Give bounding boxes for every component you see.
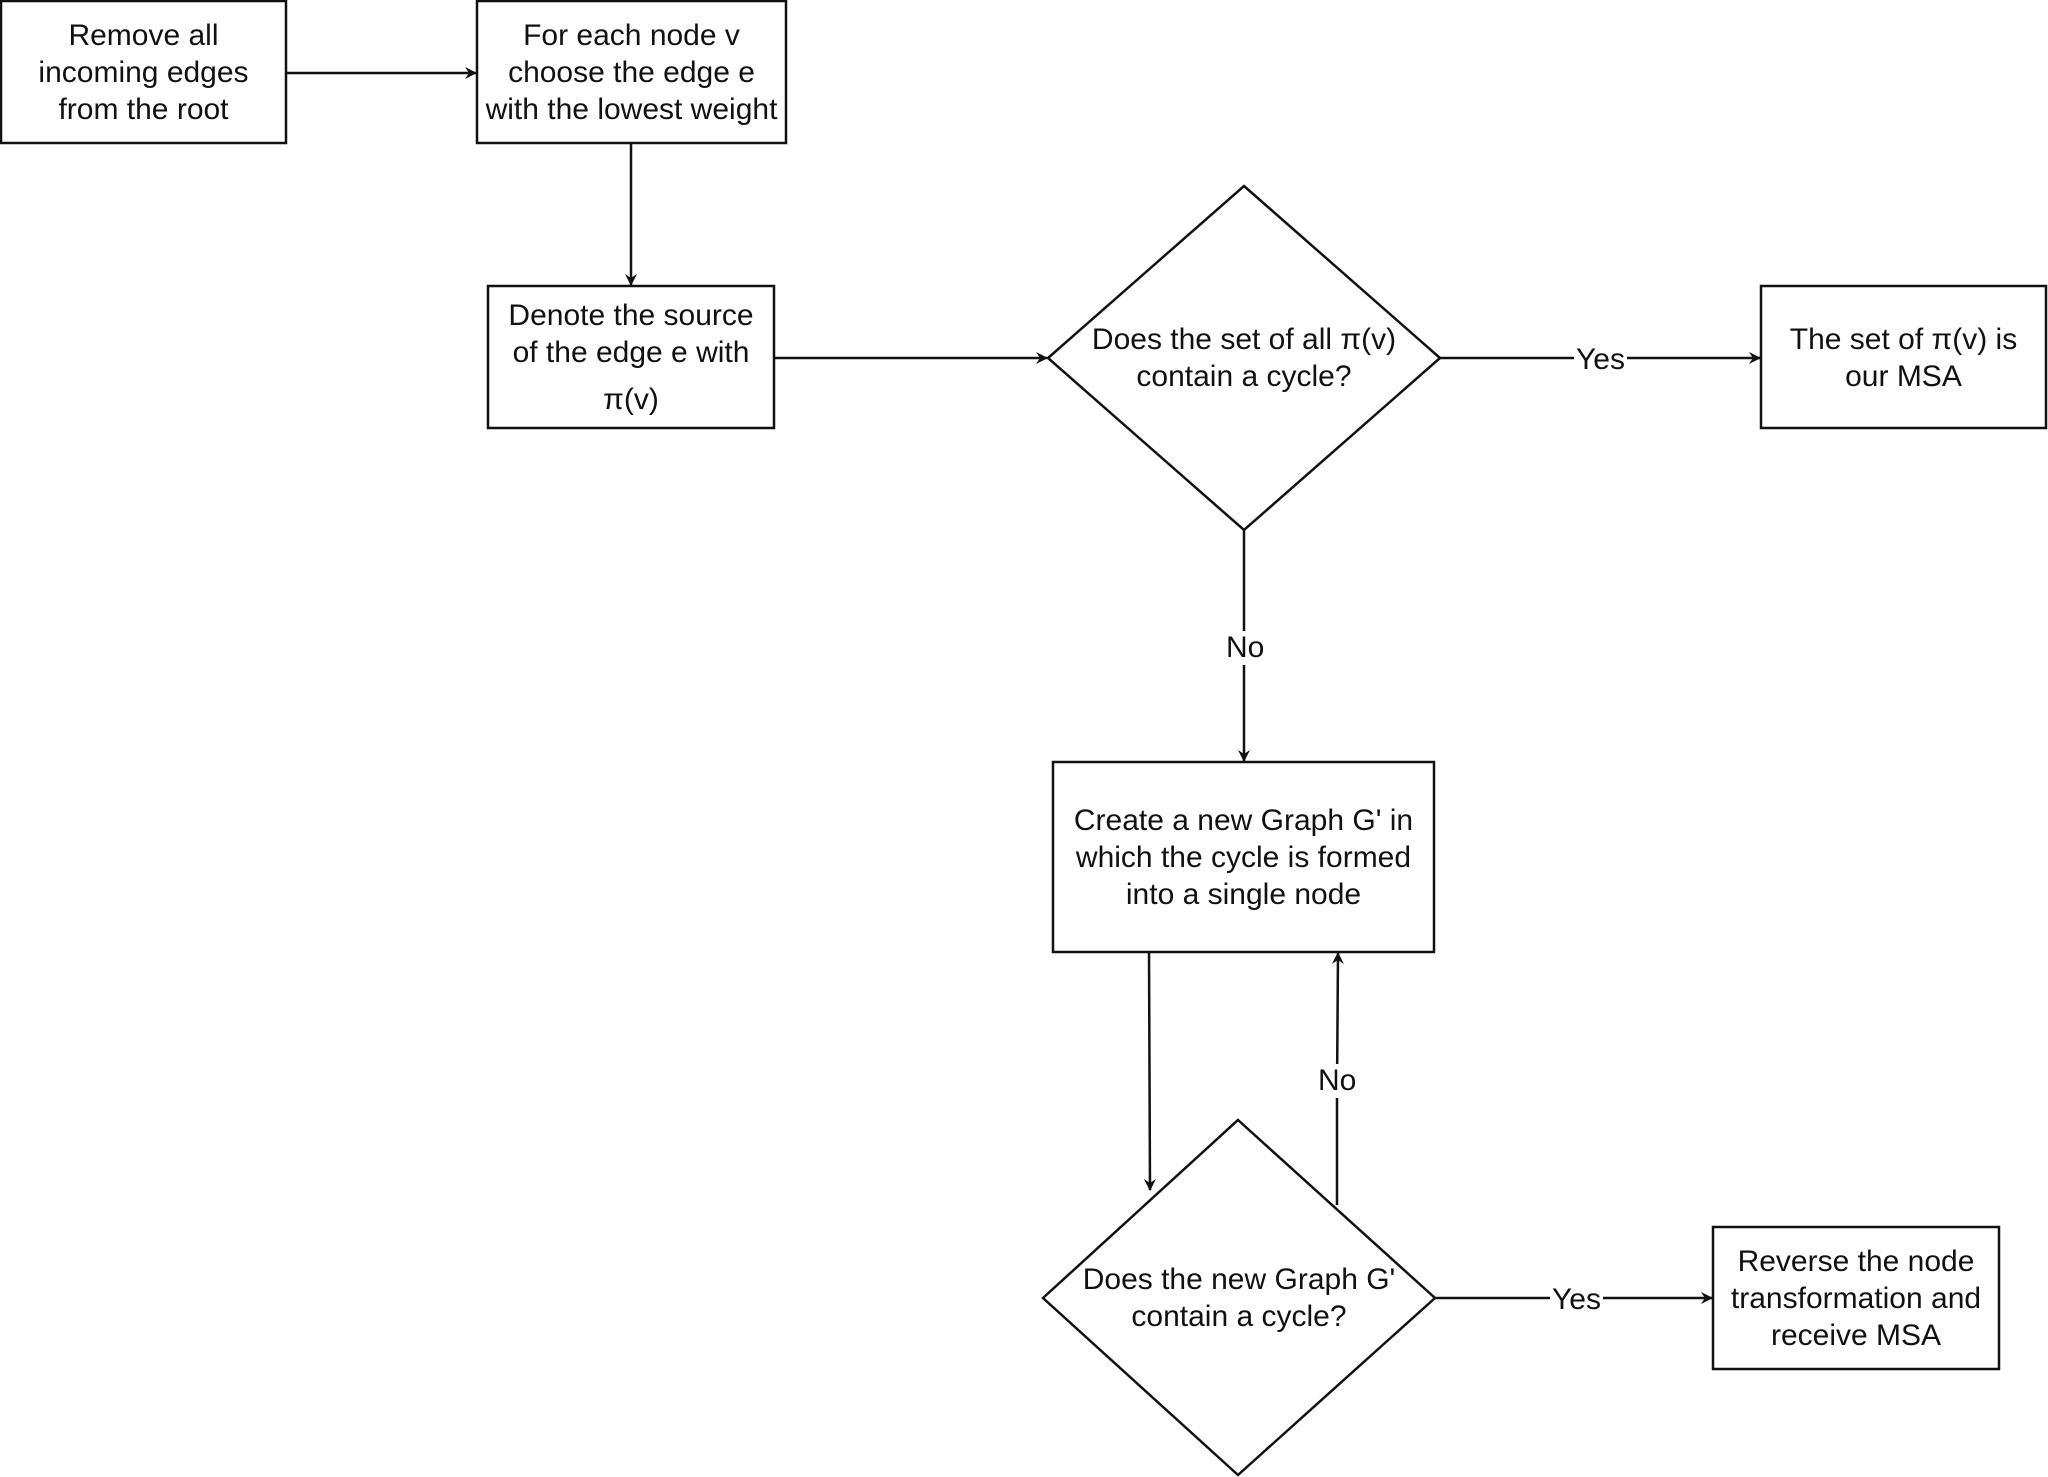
edge-label-new-graph-no: No: [1316, 1064, 1359, 1098]
edge-label-new-graph-yes: Yes: [1550, 1283, 1603, 1317]
denote-source-line-3: π(v): [603, 382, 659, 416]
choose-edge-line-3: with the lowest weight: [485, 92, 778, 126]
decision-new-graph-diamond: [1041, 1118, 1437, 1477]
choose-edge-text: For each node v choose the edge e with t…: [477, 1, 786, 143]
choose-edge-line-2: choose the edge e: [508, 55, 755, 89]
denote-source-text: Denote the source of the edge e with π(v…: [488, 286, 774, 428]
edge-label-cycle-no: No: [1224, 631, 1267, 665]
remove-edges-box: [0, 0, 288, 145]
create-graph-line-1: Create a new Graph G' in: [1073, 803, 1414, 837]
remove-edges-text: Remove all incoming edges from the root: [1, 1, 286, 143]
remove-edges-line-2: incoming edges: [38, 55, 249, 89]
decision-new-graph-line-2: contain a cycle?: [1131, 1300, 1347, 1333]
choose-edge-box: [475, 0, 788, 145]
arrow-create-to-new-decision: [1143, 951, 1156, 1191]
denote-source-line-1: Denote the source: [508, 298, 754, 332]
remove-edges-line-1: Remove all: [68, 18, 219, 52]
reverse-transform-line-3: receive MSA: [1770, 1318, 1942, 1352]
create-graph-line-2: which the cycle is formed: [1075, 840, 1412, 874]
denote-source-box: [486, 284, 776, 430]
decision-new-graph-text: Does the new Graph G' contain a cycle?: [1043, 1226, 1435, 1370]
decision-new-graph-line-1: Does the new Graph G': [1082, 1263, 1396, 1296]
reverse-transform-box: [1711, 1225, 2001, 1371]
decision-cycle-text: Does the set of all π(v) contain a cycle…: [1048, 286, 1440, 430]
remove-edges-line-3: from the root: [58, 92, 229, 126]
decision-cycle-line-1: Does the set of all π(v): [1091, 323, 1397, 356]
decision-cycle-line-2: contain a cycle?: [1136, 360, 1352, 393]
msa-result-line-1: The set of π(v) is: [1789, 323, 2018, 356]
msa-result-box: [1759, 284, 2048, 430]
reverse-transform-line-2: transformation and: [1730, 1281, 1982, 1315]
reverse-transform-line-1: Reverse the node: [1737, 1244, 1975, 1278]
create-graph-line-3: into a single node: [1125, 877, 1362, 911]
denote-source-line-2: of the edge e with: [512, 335, 750, 369]
choose-edge-line-1: For each node v: [523, 18, 740, 52]
msa-result-line-2: our MSA: [1845, 360, 1962, 393]
create-graph-text: Create a new Graph G' in which the cycle…: [1053, 762, 1434, 952]
create-graph-box: [1051, 760, 1436, 954]
edge-label-cycle-yes: Yes: [1574, 343, 1627, 377]
reverse-transform-text: Reverse the node transformation and rece…: [1713, 1227, 1999, 1369]
msa-result-text: The set of π(v) is our MSA: [1761, 286, 2046, 430]
